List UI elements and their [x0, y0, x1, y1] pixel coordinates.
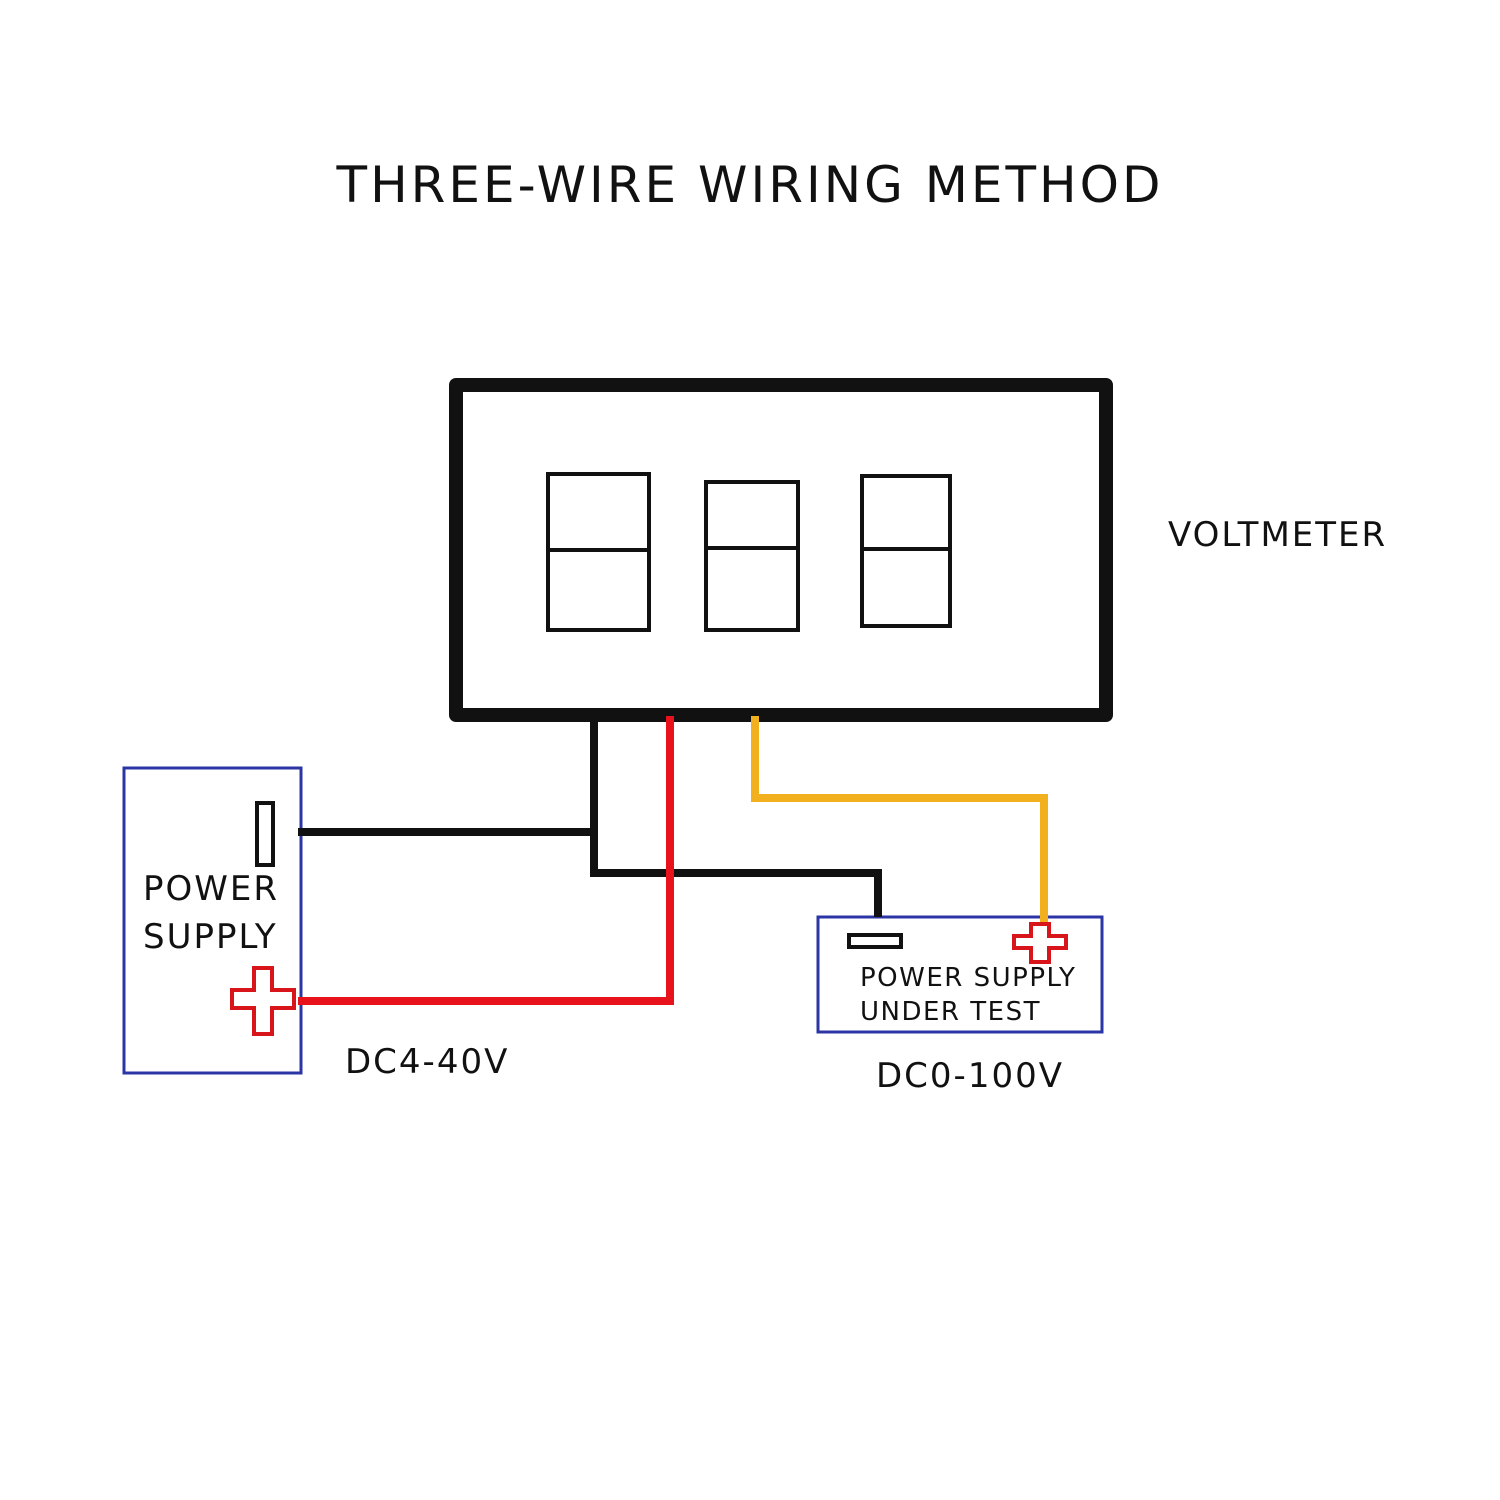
black-wire-power-supply: [298, 716, 598, 836]
yellow-wire: [751, 716, 1048, 924]
power-supply-label-line2: SUPPLY: [143, 917, 278, 957]
red-wire: [298, 716, 674, 1005]
power-supply-under-test-box: [816, 915, 1104, 1034]
plus-terminal-icon: [230, 966, 296, 1036]
black-wire-under-test: [590, 832, 882, 917]
under-test-label-line1: POWER SUPPLY: [860, 963, 1077, 993]
power-supply-box: [122, 766, 303, 1075]
minus-terminal-icon: [847, 933, 903, 949]
plus-terminal-icon: [1012, 922, 1068, 964]
under-test-voltage: DC0-100V: [876, 1056, 1064, 1096]
voltmeter-label: VOLTMETER: [1168, 515, 1388, 555]
voltmeter-digit-1: [546, 472, 651, 632]
minus-terminal-icon: [255, 801, 275, 867]
voltmeter-digit-3: [860, 474, 952, 628]
voltmeter-body: [449, 378, 1113, 722]
power-supply-label-line1: POWER: [143, 869, 279, 909]
power-supply-voltage: DC4-40V: [345, 1042, 510, 1082]
under-test-label-line2: UNDER TEST: [860, 997, 1041, 1027]
voltmeter-digit-2: [704, 480, 800, 632]
diagram-title: THREE-WIRE WIRING METHOD: [336, 156, 1164, 214]
